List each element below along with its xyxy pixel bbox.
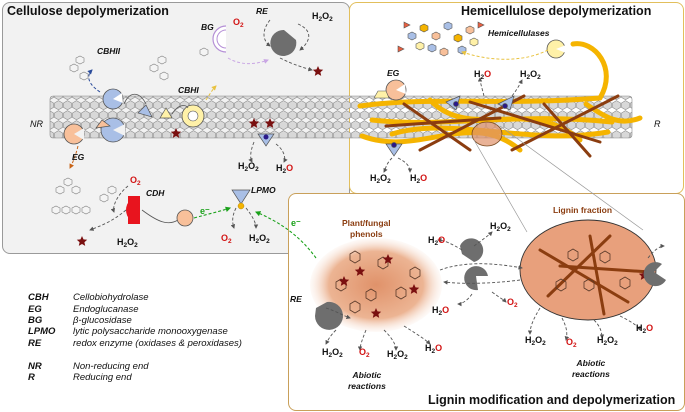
lpmo-enzyme: [231, 189, 251, 210]
legend-desc: redox enzyme (oxidases & peroxidases): [73, 337, 242, 349]
label-h2o2: H2O2: [387, 349, 408, 361]
legend-abbr: R: [28, 371, 35, 383]
legend-row: EG Endoglucanase: [28, 303, 288, 315]
label-o2: O2: [221, 233, 232, 245]
electron-arrow-lignin: [254, 211, 317, 259]
legend-desc: lytic polysaccharide monooxygenase: [73, 326, 228, 338]
eg-cell-enzyme: [63, 119, 111, 145]
legend-row: R Reducing end: [28, 372, 288, 383]
label-nr: NR: [30, 119, 43, 129]
label-h2o: H2O: [428, 235, 446, 247]
hemicellulose-panel-title: Hemicellulose depolymerization: [461, 4, 652, 18]
label-cbhii: CBHII: [97, 46, 121, 56]
label-re-lignin: RE: [290, 294, 302, 304]
legend-row: BG β-glucosidase: [28, 315, 288, 326]
label-o2: O2: [233, 17, 244, 29]
cdh-enzyme: [126, 196, 194, 227]
legend-desc: β-glucosidase: [73, 314, 132, 326]
label-eg-hemi: EG: [387, 68, 400, 78]
legend-row: [28, 349, 288, 360]
reaction-arrows-cellulose: [89, 19, 313, 231]
legend-abbr: CBH: [28, 292, 49, 304]
legend-row: NR Non-reducing end: [28, 360, 288, 372]
phenols-blob: [310, 238, 442, 332]
label-h2o2: H2O2: [597, 335, 618, 347]
legend-row: CBH Cellobiohydrolase: [28, 292, 288, 303]
bg-enzyme: [212, 25, 227, 53]
legend-desc: Reducing end: [73, 371, 132, 383]
label-h2o2: H2O2: [525, 335, 546, 347]
reaction-arrows-hemi: [383, 77, 523, 173]
label-h2o2: H2O2: [520, 69, 541, 81]
phenol-rings: [335, 250, 421, 314]
label-lignin-fraction: Lignin fraction: [553, 205, 613, 215]
electron-label-cdh: e⁻: [200, 206, 210, 216]
label-h2o2: H2O2: [322, 347, 343, 359]
label-bg: BG: [201, 22, 214, 32]
legend-abbr: LPMO: [28, 326, 56, 338]
label-o2: O2: [507, 297, 518, 309]
re-top-enzyme: [270, 29, 297, 56]
label-h2o: H2O: [432, 305, 450, 317]
lpmo-hemi-enzymes: [385, 95, 515, 157]
label-eg-cell: EG: [72, 152, 85, 162]
label-cbhi: CBHI: [178, 85, 199, 95]
label-h2o2: H2O2: [370, 173, 391, 185]
legend-desc: Endoglucanase: [73, 303, 139, 315]
legend-desc: Non-reducing end: [73, 360, 149, 372]
label-h2o2: H2O2: [238, 161, 259, 173]
label-abiotic-reactions: Abiotic reactions: [572, 358, 610, 379]
legend-row: LPMO lytic polysaccharide monooxygenase: [28, 326, 288, 337]
label-plant-fungal-phenols: Plant/fungal phenols: [342, 218, 391, 239]
cbhi-enzyme: [159, 104, 205, 128]
legend-abbr: EG: [28, 303, 42, 315]
lignin-highlight: [471, 121, 503, 147]
label-h2o2: H2O2: [117, 237, 138, 249]
label-hemicellulases: Hemicellulases: [488, 28, 550, 38]
eg-hemi-enzyme: [373, 79, 407, 101]
lignin-fraction-rings: [555, 248, 631, 292]
legend-abbr: NR: [28, 360, 42, 372]
label-h2o2: H2O2: [249, 233, 270, 245]
legend-row: RE redox enzyme (oxidases & peroxidases): [28, 338, 288, 349]
released-sugars: [397, 21, 485, 57]
label-h2o: H2O: [276, 163, 294, 175]
re-lignin-enzymes: [315, 238, 666, 330]
label-o2: O2: [359, 347, 370, 359]
radical-stars: [76, 66, 324, 246]
lpmo-cell-enzyme: [257, 133, 275, 147]
label-h2o: H2O: [636, 323, 654, 335]
lignin-panel-title: Lignin modification and depolymerization: [428, 393, 676, 407]
legend-abbr: BG: [28, 314, 43, 326]
hemicellulase-enzyme: [546, 39, 566, 59]
label-h2o: H2O: [425, 343, 443, 355]
glucose-units: [51, 47, 209, 215]
cellulose-panel-title: Cellulose depolymerization: [7, 4, 169, 18]
label-h2o2: H2O2: [490, 221, 511, 233]
label-lpmo: LPMO: [251, 185, 276, 195]
label-h2o: H2O: [410, 173, 428, 185]
phenol-stars: [338, 254, 420, 318]
lignin-fraction-strands: [538, 234, 652, 316]
legend-abbr: RE: [28, 337, 42, 349]
label-o2: O2: [130, 175, 141, 187]
label-re-top: RE: [256, 6, 268, 16]
reaction-arrows-lignin: [325, 231, 665, 351]
label-o2: O2: [566, 337, 577, 349]
label-abiotic-reactions: Abiotic reactions: [348, 370, 386, 391]
label-cdh: CDH: [146, 188, 165, 198]
label-r: R: [654, 119, 661, 129]
label-h2o2: H2O2: [312, 11, 333, 23]
label-h2o: H2O: [474, 69, 492, 81]
legend-desc: Cellobiohydrolase: [73, 292, 149, 304]
electron-label-lignin: e⁻: [291, 218, 301, 228]
